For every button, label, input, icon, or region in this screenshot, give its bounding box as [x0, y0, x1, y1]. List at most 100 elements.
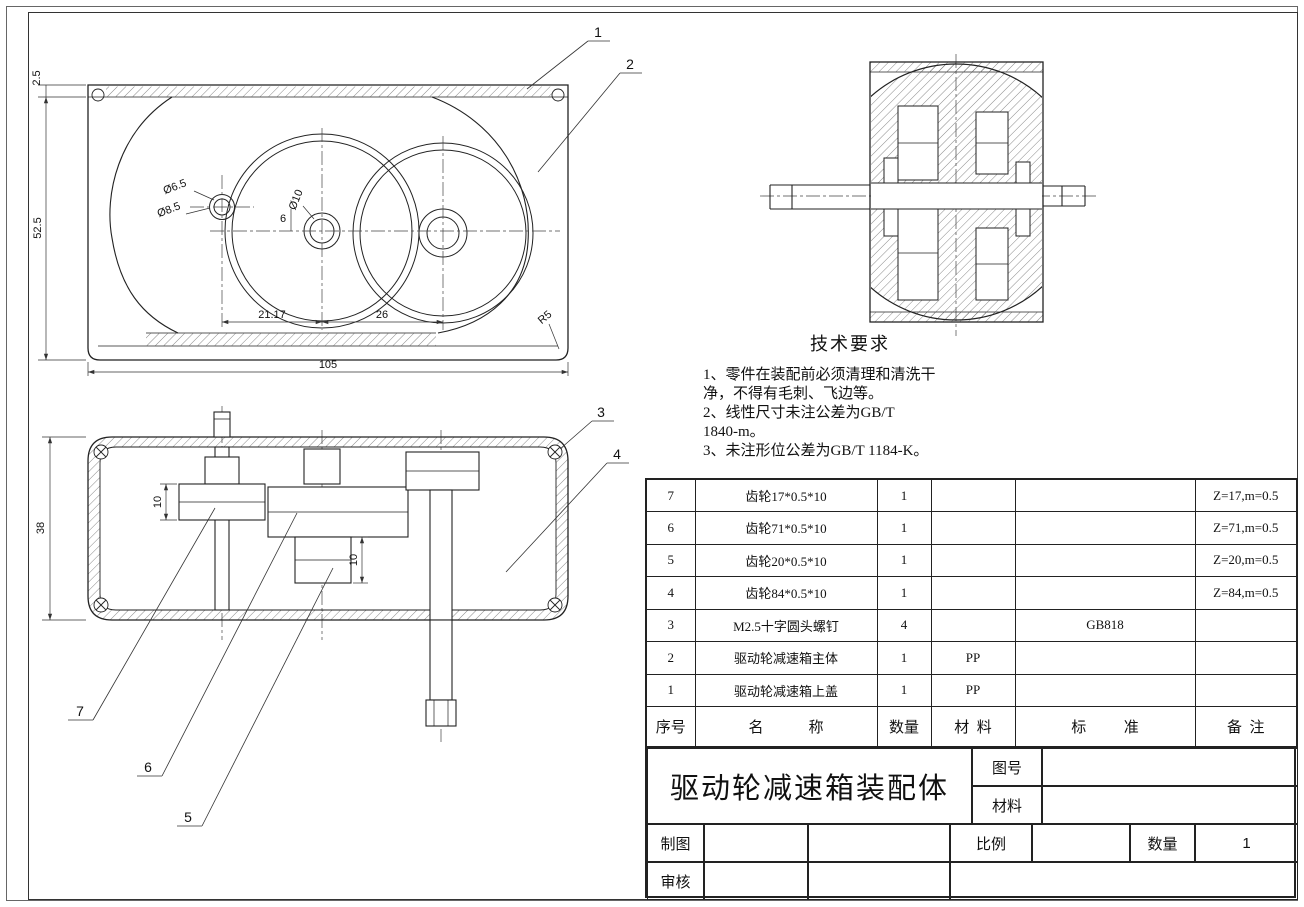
bom-header-qty: 数量 [876, 706, 932, 747]
top-view-drawing: 21.17 26 105 2.5 52.5 Ø6.5 Ø8.5 Ø10 6 R5… [31, 24, 642, 376]
audit-label: 审核 [647, 862, 704, 900]
table-row: 7 齿轮17*0.5*10 1 Z=17,m=0.5 [645, 478, 1298, 512]
bom-material: PP [930, 641, 1016, 675]
table-row: 5 齿轮20*0.5*10 1 Z=20,m=0.5 [645, 543, 1298, 577]
side-view-shaft-ends [769, 184, 1086, 210]
bom-name: 齿轮20*0.5*10 [694, 543, 878, 577]
bom-material [930, 543, 1016, 577]
table-row: 3 M2.5十字圆头螺钉 4 GB818 [645, 608, 1298, 642]
audit-date-cell [808, 862, 950, 900]
draft-date-cell [808, 824, 950, 862]
tech-req-line: 2、线性尺寸未注公差为GB/T [703, 405, 895, 421]
front-view-shafts-gears [178, 411, 480, 727]
drawing-no-value [1042, 748, 1298, 786]
audit-extra-cell [950, 862, 1298, 900]
front-view-corner-screws [93, 444, 563, 613]
bom-qty: 1 [876, 478, 932, 512]
bom-name: 齿轮84*0.5*10 [694, 576, 878, 610]
tech-req-line: 净，不得有毛刺、飞边等。 [703, 386, 884, 402]
bom-standard [1014, 641, 1196, 675]
table-row: 4 齿轮84*0.5*10 1 Z=84,m=0.5 [645, 576, 1298, 610]
bom-header-no: 序号 [645, 706, 696, 747]
bom-standard [1014, 576, 1196, 610]
bom-name: 齿轮17*0.5*10 [694, 478, 878, 512]
bom-note [1194, 673, 1298, 707]
callout-4: 4 [613, 446, 621, 462]
bom-header-material: 材 料 [930, 706, 1016, 747]
bom-no: 5 [645, 543, 696, 577]
bom-standard [1014, 673, 1196, 707]
bom-note [1194, 608, 1298, 642]
front-view-callout-leaders [68, 420, 629, 827]
bom-standard [1014, 543, 1196, 577]
bom-standard: GB818 [1014, 608, 1196, 642]
table-row: 2 驱动轮减速箱主体 1 PP [645, 641, 1298, 675]
bom-name: M2.5十字圆头螺钉 [694, 608, 878, 642]
bom-material [930, 478, 1016, 512]
scale-value [1032, 824, 1130, 862]
bom-name: 齿轮71*0.5*10 [694, 511, 878, 545]
table-row: 1 驱动轮减速箱上盖 1 PP [645, 673, 1298, 707]
draft-label: 制图 [647, 824, 704, 862]
screw-icon [93, 444, 109, 460]
callout-6: 6 [144, 759, 152, 775]
tech-req-line: 1840-m。 [703, 424, 765, 440]
material-label: 材料 [972, 786, 1042, 824]
top-view-housing [87, 84, 569, 361]
bom-note: Z=17,m=0.5 [1194, 478, 1298, 512]
dim-52-5: 52.5 [32, 217, 44, 238]
dim-38: 38 [35, 522, 47, 534]
bom-no: 2 [645, 641, 696, 675]
bom-no: 3 [645, 608, 696, 642]
bom-no: 4 [645, 576, 696, 610]
screw-icon [93, 597, 109, 613]
bom-material [930, 511, 1016, 545]
bom-no: 7 [645, 478, 696, 512]
dim-dia-6-5: Ø6.5 [162, 177, 189, 197]
bom-header-name: 名 称 [694, 706, 878, 747]
side-section-view-drawing [760, 54, 1098, 336]
bom-header-row: 序号 名 称 数量 材 料 标 准 备 注 [645, 706, 1298, 747]
drawing-title: 驱动轮减速箱装配体 [647, 748, 972, 824]
tech-req-line: 1、零件在装配前必须清理和清洗干 [703, 367, 936, 383]
drawing-no-label: 图号 [972, 748, 1042, 786]
bom-header-standard: 标 准 [1014, 706, 1196, 747]
bom-qty: 4 [876, 608, 932, 642]
bom-note: Z=84,m=0.5 [1194, 576, 1298, 610]
top-view-centerlines [190, 128, 560, 330]
bom-material: PP [930, 673, 1016, 707]
bom-qty: 1 [876, 576, 932, 610]
dim-105: 105 [319, 359, 337, 371]
side-view-shaft-bore [871, 182, 1042, 210]
bom-name: 驱动轮减速箱上盖 [694, 673, 878, 707]
dim-dia-8-5: Ø8.5 [156, 200, 183, 220]
callout-5: 5 [184, 809, 192, 825]
front-section-view-drawing: 38 10 10 3 4 7 6 5 [35, 404, 629, 827]
dim-dia-10: Ø10 [287, 188, 306, 212]
dim-26: 26 [376, 309, 388, 321]
dim-10-left: 10 [152, 496, 164, 508]
bom-name: 驱动轮减速箱主体 [694, 641, 878, 675]
dim-2-5: 2.5 [31, 70, 43, 85]
top-view-callouts [526, 40, 642, 173]
dim-21-17: 21.17 [258, 309, 286, 321]
top-view-dimensions [38, 84, 569, 376]
bom-note: Z=20,m=0.5 [1194, 543, 1298, 577]
screw-icon [547, 444, 563, 460]
dim-r5: R5 [536, 309, 554, 327]
title-block: 驱动轮减速箱装配体 图号 材料 制图 比例 数量 1 审核 [645, 746, 1298, 900]
draft-name-cell [704, 824, 808, 862]
tech-requirements-title: 技术要求 [810, 334, 890, 354]
bom-header-note: 备 注 [1194, 706, 1298, 747]
bom-qty: 1 [876, 511, 932, 545]
bom-qty: 1 [876, 641, 932, 675]
bom-note: Z=71,m=0.5 [1194, 511, 1298, 545]
front-view-dimensions [42, 436, 368, 621]
bom-no: 6 [645, 511, 696, 545]
material-value [1042, 786, 1298, 824]
callout-3: 3 [597, 404, 605, 420]
bom-material [930, 576, 1016, 610]
side-view-gears [883, 105, 1031, 301]
bom-material [930, 608, 1016, 642]
